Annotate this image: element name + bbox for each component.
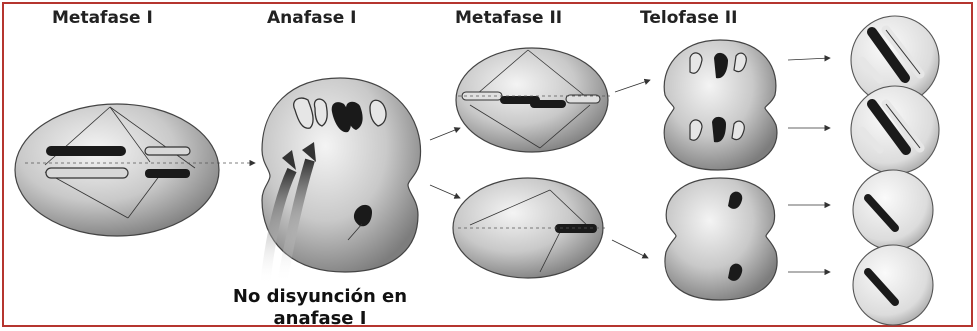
gamete-2: [851, 86, 939, 174]
metafase-i-cell: [15, 104, 255, 236]
telofase-ii-cell-lower: [665, 178, 830, 300]
anafase-i-cell: [262, 78, 460, 285]
telofase-ii-cell-upper: [664, 40, 830, 170]
caption-line-1: No disyunción en: [205, 286, 435, 308]
metafase-ii-cell-upper: [456, 48, 650, 152]
caption-line-2: anafase I: [205, 308, 435, 330]
nondisjunction-caption: No disyunción en anafase I: [205, 286, 435, 330]
gamete-4: [853, 245, 933, 325]
gamete-3: [853, 170, 933, 250]
metafase-ii-cell-lower: [453, 178, 648, 278]
